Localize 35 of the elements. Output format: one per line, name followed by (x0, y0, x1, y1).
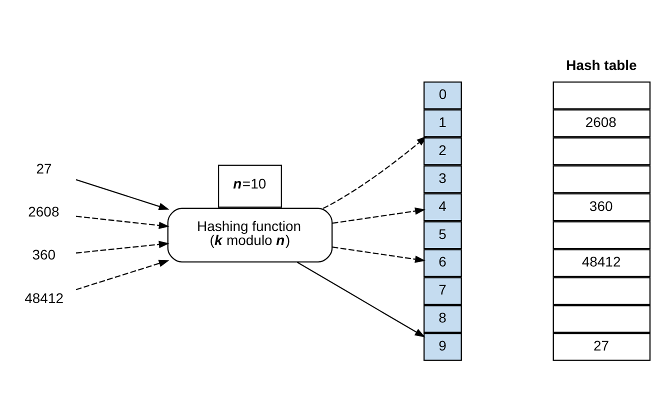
node-box (552, 137, 651, 166)
node-box: 4 (424, 193, 462, 222)
arrow (76, 260, 170, 290)
node-box (552, 221, 651, 250)
node-text: 48412 (24, 290, 64, 306)
node-box: 5 (424, 221, 462, 250)
node-box: 27 (552, 332, 651, 361)
label: Hash table (566, 56, 637, 73)
node-box: 8 (424, 305, 462, 333)
arrow (76, 240, 170, 254)
node-box: 360 (552, 193, 651, 222)
node-text: 27 (36, 160, 52, 177)
arrow (332, 207, 426, 224)
node-box: n=10 (218, 164, 282, 208)
node-box: 1 (424, 109, 462, 138)
node-box: Hashing function (k modulo n) (167, 208, 333, 263)
arrow (76, 216, 170, 230)
arrow (332, 246, 426, 263)
node-box: 2608 (552, 109, 651, 138)
node-box: 9 (424, 332, 462, 361)
node-box: 6 (424, 249, 462, 278)
node-box: 3 (424, 165, 462, 194)
node-box (552, 277, 651, 306)
node-box: 2 (424, 137, 462, 166)
node-text: 2608 (28, 204, 60, 220)
arrow (76, 179, 170, 210)
node-box: 7 (424, 277, 462, 306)
node-box (552, 165, 651, 194)
node-box (552, 81, 651, 110)
node-box: 48412 (552, 249, 651, 278)
node-box (552, 305, 651, 333)
arrow (322, 136, 428, 209)
node-box: 0 (424, 81, 462, 110)
node-text: 360 (32, 246, 56, 263)
arrow (296, 262, 426, 338)
